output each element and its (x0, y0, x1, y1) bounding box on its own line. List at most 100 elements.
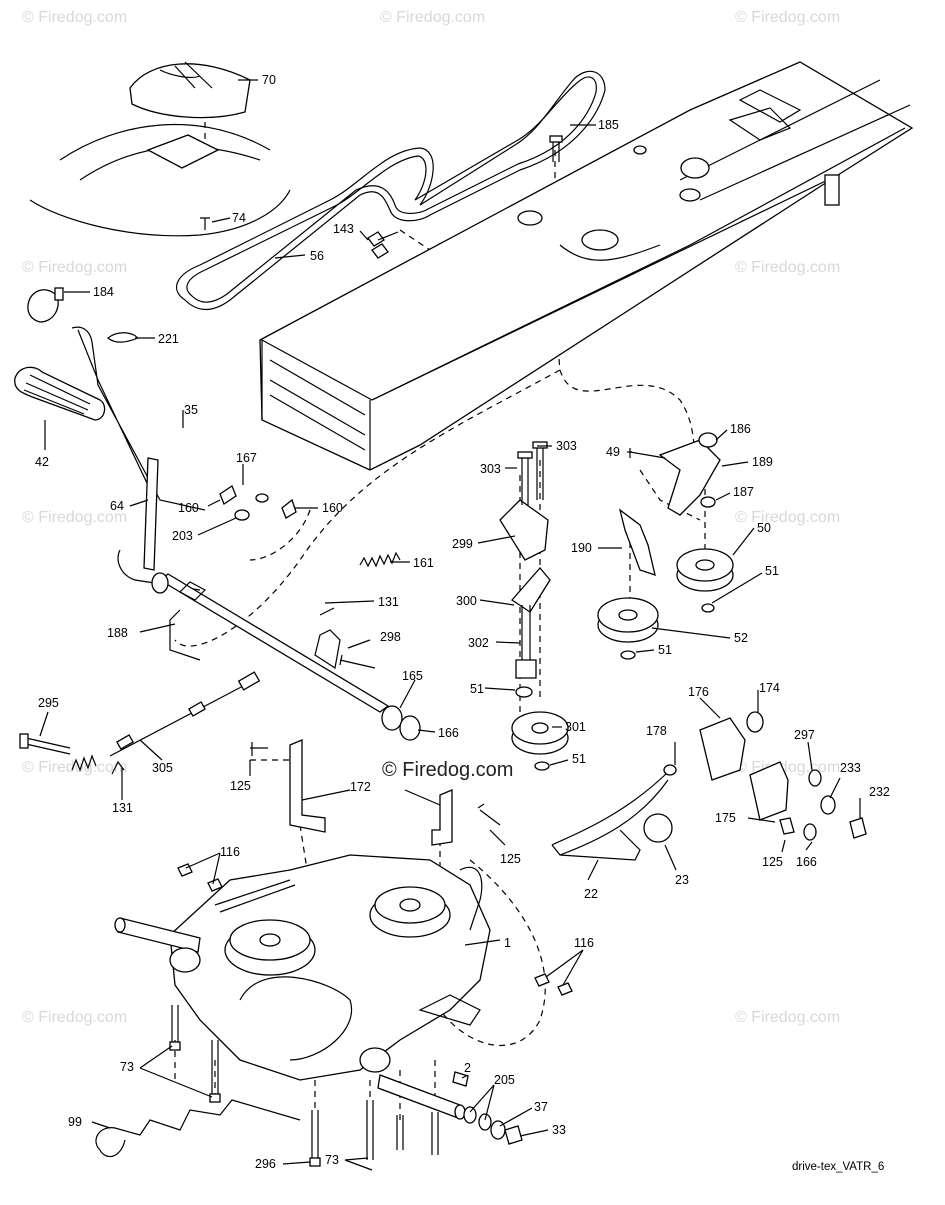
pulley-50 (676, 548, 734, 613)
spring-161 (359, 551, 401, 568)
label-165: 165 (402, 669, 423, 683)
label-175: 175 (715, 811, 736, 825)
label-1: 1 (504, 936, 511, 950)
label-51-shaft: 51 (470, 682, 484, 696)
label-125-center: 125 (500, 852, 521, 866)
label-188: 188 (107, 626, 128, 640)
label-73-left: 73 (120, 1060, 134, 1074)
pulley-301 (511, 711, 569, 771)
label-74: 74 (232, 211, 246, 225)
drive-belt (175, 70, 606, 310)
label-303-left: 303 (480, 462, 501, 476)
watermark-text: © Firedog.com (22, 509, 127, 526)
watermark-text: © Firedog.com (735, 1009, 840, 1026)
idler-bracket-299 (499, 441, 551, 698)
nuts-116 (177, 863, 573, 996)
cross-shaft-188 (151, 572, 390, 713)
part-labels: 70 74 56 185 143 184 221 35 42 167 160 1… (35, 73, 890, 1171)
pedal-pad-42 (14, 366, 106, 421)
label-166-left: 166 (438, 726, 459, 740)
rod-64 (117, 457, 201, 591)
label-70: 70 (262, 73, 276, 87)
label-186: 186 (730, 422, 751, 436)
bolt-298 (339, 654, 376, 669)
watermark-text: © Firedog.com (735, 759, 840, 776)
label-189: 189 (752, 455, 773, 469)
label-51-pulley50: 51 (765, 564, 779, 578)
leader-lines (39, 79, 861, 1171)
bracket-176 (699, 711, 867, 841)
fender-assembly (29, 61, 291, 237)
label-51-pulley52: 51 (658, 643, 672, 657)
watermark-text: © Firedog.com (22, 1009, 127, 1026)
label-184: 184 (93, 285, 114, 299)
label-116-left: 116 (220, 845, 240, 859)
label-161: 161 (413, 556, 434, 570)
label-299: 299 (452, 537, 473, 551)
center-watermark-text: © Firedog.com (382, 759, 513, 781)
label-305: 305 (152, 761, 173, 775)
label-172: 172 (350, 780, 371, 794)
label-73-right: 73 (325, 1153, 339, 1167)
label-297: 297 (794, 728, 815, 742)
lever-22 (551, 764, 677, 861)
label-185: 185 (598, 118, 619, 132)
label-301: 301 (565, 720, 586, 734)
label-37: 37 (534, 1100, 548, 1114)
label-125-right: 125 (762, 855, 783, 869)
pedal-arm-35 (71, 326, 206, 511)
watermark-text: © Firedog.com (380, 9, 485, 26)
bolt-185 (549, 135, 563, 162)
watermark-text: © Firedog.com (735, 9, 840, 26)
label-205: 205 (494, 1073, 515, 1087)
label-232: 232 (869, 785, 890, 799)
idler-bracket-189 (618, 432, 721, 576)
brake-cable-305 (19, 607, 335, 775)
label-174: 174 (759, 681, 780, 695)
label-298: 298 (380, 630, 401, 644)
label-176: 176 (688, 685, 709, 699)
label-296: 296 (255, 1157, 276, 1171)
hairpin-221 (107, 332, 140, 343)
label-125-left: 125 (230, 779, 251, 793)
label-167: 167 (236, 451, 257, 465)
watermark-text: © Firedog.com (735, 259, 840, 276)
label-221: 221 (158, 332, 179, 346)
label-166-right: 166 (796, 855, 817, 869)
knob-184 (27, 287, 64, 323)
label-131-bottom: 131 (112, 801, 133, 815)
label-203: 203 (172, 529, 193, 543)
label-131-top: 131 (378, 595, 399, 609)
watermark-text: © Firedog.com (22, 9, 127, 26)
label-303-right: 303 (556, 439, 577, 453)
clips-160-167-203 (219, 485, 297, 521)
o-ring-23 (643, 813, 673, 843)
bracket-172 (250, 739, 501, 846)
drawing-code: drive-tex_VATR_6 (792, 1161, 884, 1173)
bolt-143 (367, 231, 399, 259)
label-23: 23 (675, 873, 689, 887)
label-295: 295 (38, 696, 59, 710)
bolts-73 (169, 1005, 469, 1167)
label-51-pulley301: 51 (572, 752, 586, 766)
label-99: 99 (68, 1115, 82, 1129)
label-187: 187 (733, 485, 754, 499)
label-233: 233 (840, 761, 861, 775)
label-302: 302 (468, 636, 489, 650)
label-42: 42 (35, 455, 49, 469)
label-178: 178 (646, 724, 667, 738)
watermark-text: © Firedog.com (735, 509, 840, 526)
label-143: 143 (333, 222, 354, 236)
label-2: 2 (464, 1061, 471, 1075)
main-frame (259, 61, 914, 471)
label-49: 49 (606, 445, 620, 459)
label-190: 190 (571, 541, 592, 555)
watermark-text: © Firedog.com (22, 759, 127, 776)
label-160-left: 160 (178, 501, 199, 515)
label-160-right: 160 (322, 501, 343, 515)
watermark-text: © Firedog.com (22, 259, 127, 276)
label-56: 56 (310, 249, 324, 263)
label-116-right: 116 (574, 936, 594, 950)
